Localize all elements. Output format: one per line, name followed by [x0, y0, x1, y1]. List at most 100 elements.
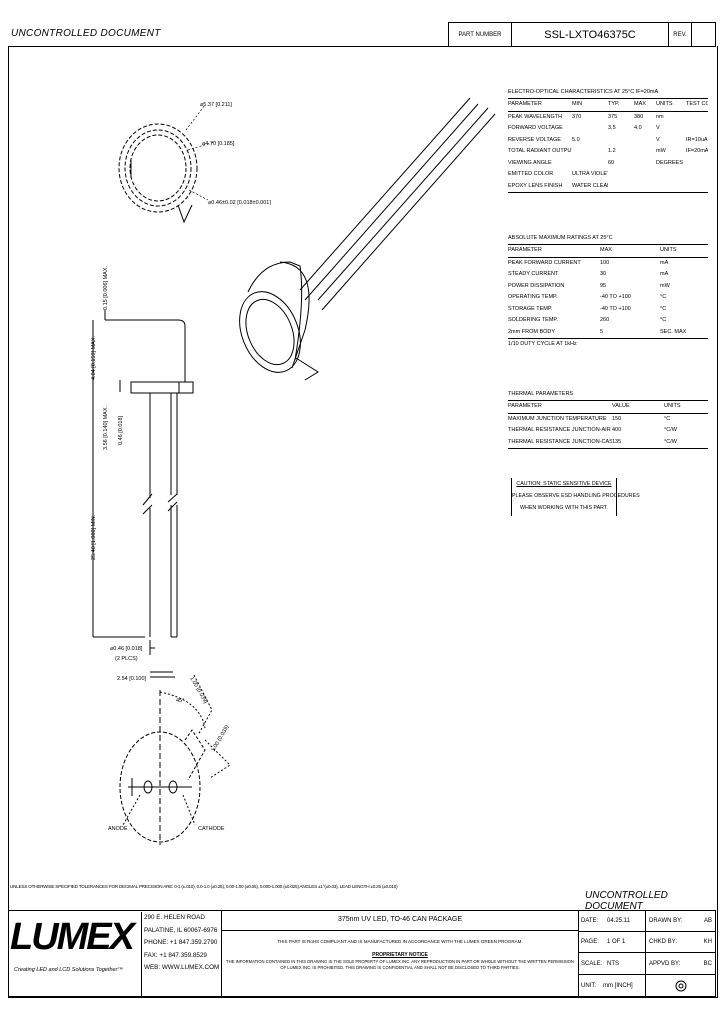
table-cell: 95 [600, 282, 607, 289]
fax: FAX: +1 847.359.8529 [144, 951, 207, 959]
table-cell: REVERSE VOLTAGE [508, 136, 561, 143]
tab [177, 204, 193, 224]
dim-tab-2: 1.00 (0.039) [211, 724, 231, 753]
third-angle-projection-icon [675, 980, 686, 991]
page-label: PAGE: [581, 939, 599, 945]
dim-flange-thickness: 0.46 [0.018] [118, 415, 124, 445]
caution-title: CAUTION: STATIC SENSITIVE DEVICE [516, 481, 612, 487]
table-footnote: 1/10 DUTY CYCLE AT 1kHz [508, 338, 708, 349]
table-cell: VIEWING ANGLE [508, 159, 552, 166]
caution-line: PLEASE OBSERVE ESD HANDLING PROCEDURES [512, 493, 640, 499]
table-cell: 30 [600, 271, 607, 277]
table-cell: 3.5 [608, 125, 616, 131]
table-row: STORAGE TEMP.-40 TO +100°C [508, 304, 708, 316]
unit-cell: UNIT: mm [INCH] [579, 974, 646, 997]
dim-cap-height: 4.04 [0.159] MAX. [91, 336, 97, 380]
table-cell: 375 [608, 113, 618, 120]
date-value: 04.25.11 [607, 917, 630, 924]
caution-box: CAUTION: STATIC SENSITIVE DEVICE PLEASE … [511, 478, 640, 516]
table-cell: V [656, 125, 660, 131]
table-cell: PARAMETER [508, 247, 542, 253]
drawn-by-label: DRAWN BY: [649, 917, 683, 924]
table-cell: mA [660, 271, 669, 277]
isometric-view [239, 97, 496, 381]
table-cell: EPOXY LENS FINISH [508, 182, 563, 189]
scale-cell: SCALE:NTS [579, 952, 646, 975]
part-description: 375nm UV LED, TO-46 CAN PACKAGE [222, 910, 578, 931]
mechanical-drawing: ⌀5.37 [0.211] ⌀4.70 [0.185] ⌀0.46±0.02 [… [91, 97, 496, 845]
table-cell: UNITS [660, 247, 677, 253]
table-cell: PARAMETER [508, 403, 542, 409]
address-line: PALATINE, IL 60067-6976 [144, 926, 218, 934]
website-link[interactable]: WEB: WWW.LUMEX.COM [144, 964, 220, 971]
unit-label: UNIT: [581, 982, 596, 989]
bottom-view [119, 674, 231, 845]
table-bottom-rule [508, 448, 708, 449]
dim-lens-diameter: ⌀0.46±0.02 [0.018±0.001] [208, 200, 271, 206]
table-cell: MAX [634, 101, 646, 107]
unit-value: mm [INCH] [603, 982, 633, 989]
table-cell: V [656, 136, 660, 143]
table-cell: 1.2 [608, 148, 616, 154]
top-view [118, 123, 198, 213]
electro-optical-table: ELECTRO-OPTICAL CHARACTERISTICS AT 25°C … [508, 87, 708, 193]
notice-text: THE INFORMATION CONTAINED IN THIS DRAWIN… [226, 959, 574, 970]
table-cell: TYP. [608, 101, 620, 107]
dim-angle: 45° [176, 698, 184, 704]
table-header-row: PARAMETER MAX UNITS [508, 245, 708, 258]
page-border [8, 46, 718, 998]
lumex-logo: LUMEX [10, 916, 135, 958]
label-anode: ANODE [108, 826, 128, 832]
date-label: DATE: [581, 917, 599, 924]
table-cell: °C/W [664, 438, 677, 445]
table-cell: °C [660, 294, 667, 300]
table-cell: 5 [600, 328, 604, 335]
tolerance-note: UNLESS OTHERWISE SPECIFIED TOLERANCES FO… [10, 884, 398, 889]
drawn-by-cell: DRAWN BY:AB [645, 910, 716, 932]
cap [105, 319, 186, 383]
dim-pitch: 2.54 [0.100] [117, 676, 147, 682]
table-bottom-rule [508, 192, 708, 193]
table-cell: 370 [572, 113, 582, 120]
table-cell: ULTRA VIOLET [572, 171, 608, 177]
dim-top-height: 0.15 [0.006] MAX. [103, 266, 109, 310]
page-cell: PAGE:1 OF 1 [579, 931, 646, 953]
caution-line: WHEN WORKING WITH THIS PART. [520, 505, 608, 511]
table-cell: TOTAL RADIANT OUTPUT [508, 148, 572, 154]
table-cell: IR=10uA [686, 136, 708, 143]
table-cell: mW [656, 148, 666, 154]
table-cell: nm [656, 113, 664, 120]
table-cell: MIN [572, 101, 583, 107]
table-cell: °C [660, 305, 667, 312]
description-block: 375nm UV LED, TO-46 CAN PACKAGE THIS PAR… [221, 910, 579, 997]
approved-by-label: APPVD BY: [649, 960, 681, 967]
dim-tab-1: 1.00 (0.039) [188, 676, 208, 705]
table-cell: 4.0 [634, 125, 642, 131]
table-cell: UNITS [664, 403, 681, 409]
table-row: SOLDERING TEMP.260°C [508, 315, 708, 327]
checked-by-value: KH [703, 939, 712, 945]
address-line: 290 E. HELEN ROAD [144, 914, 205, 921]
table-cell: MAX [600, 247, 612, 253]
table-title: THERMAL PARAMETERS [508, 389, 708, 401]
table-cell: °C/W [664, 427, 677, 433]
table-title: ABSOLUTE MAXIMUM RATINGS AT 25°C [508, 233, 708, 245]
table-cell: °C [664, 415, 671, 422]
dim-lead-diameter: ⌀0.46 [0.018] [110, 646, 143, 652]
table-cell: mW [660, 282, 670, 289]
scale-label: SCALE: [581, 960, 603, 967]
table-cell: 2mm FROM BODY [508, 328, 556, 335]
